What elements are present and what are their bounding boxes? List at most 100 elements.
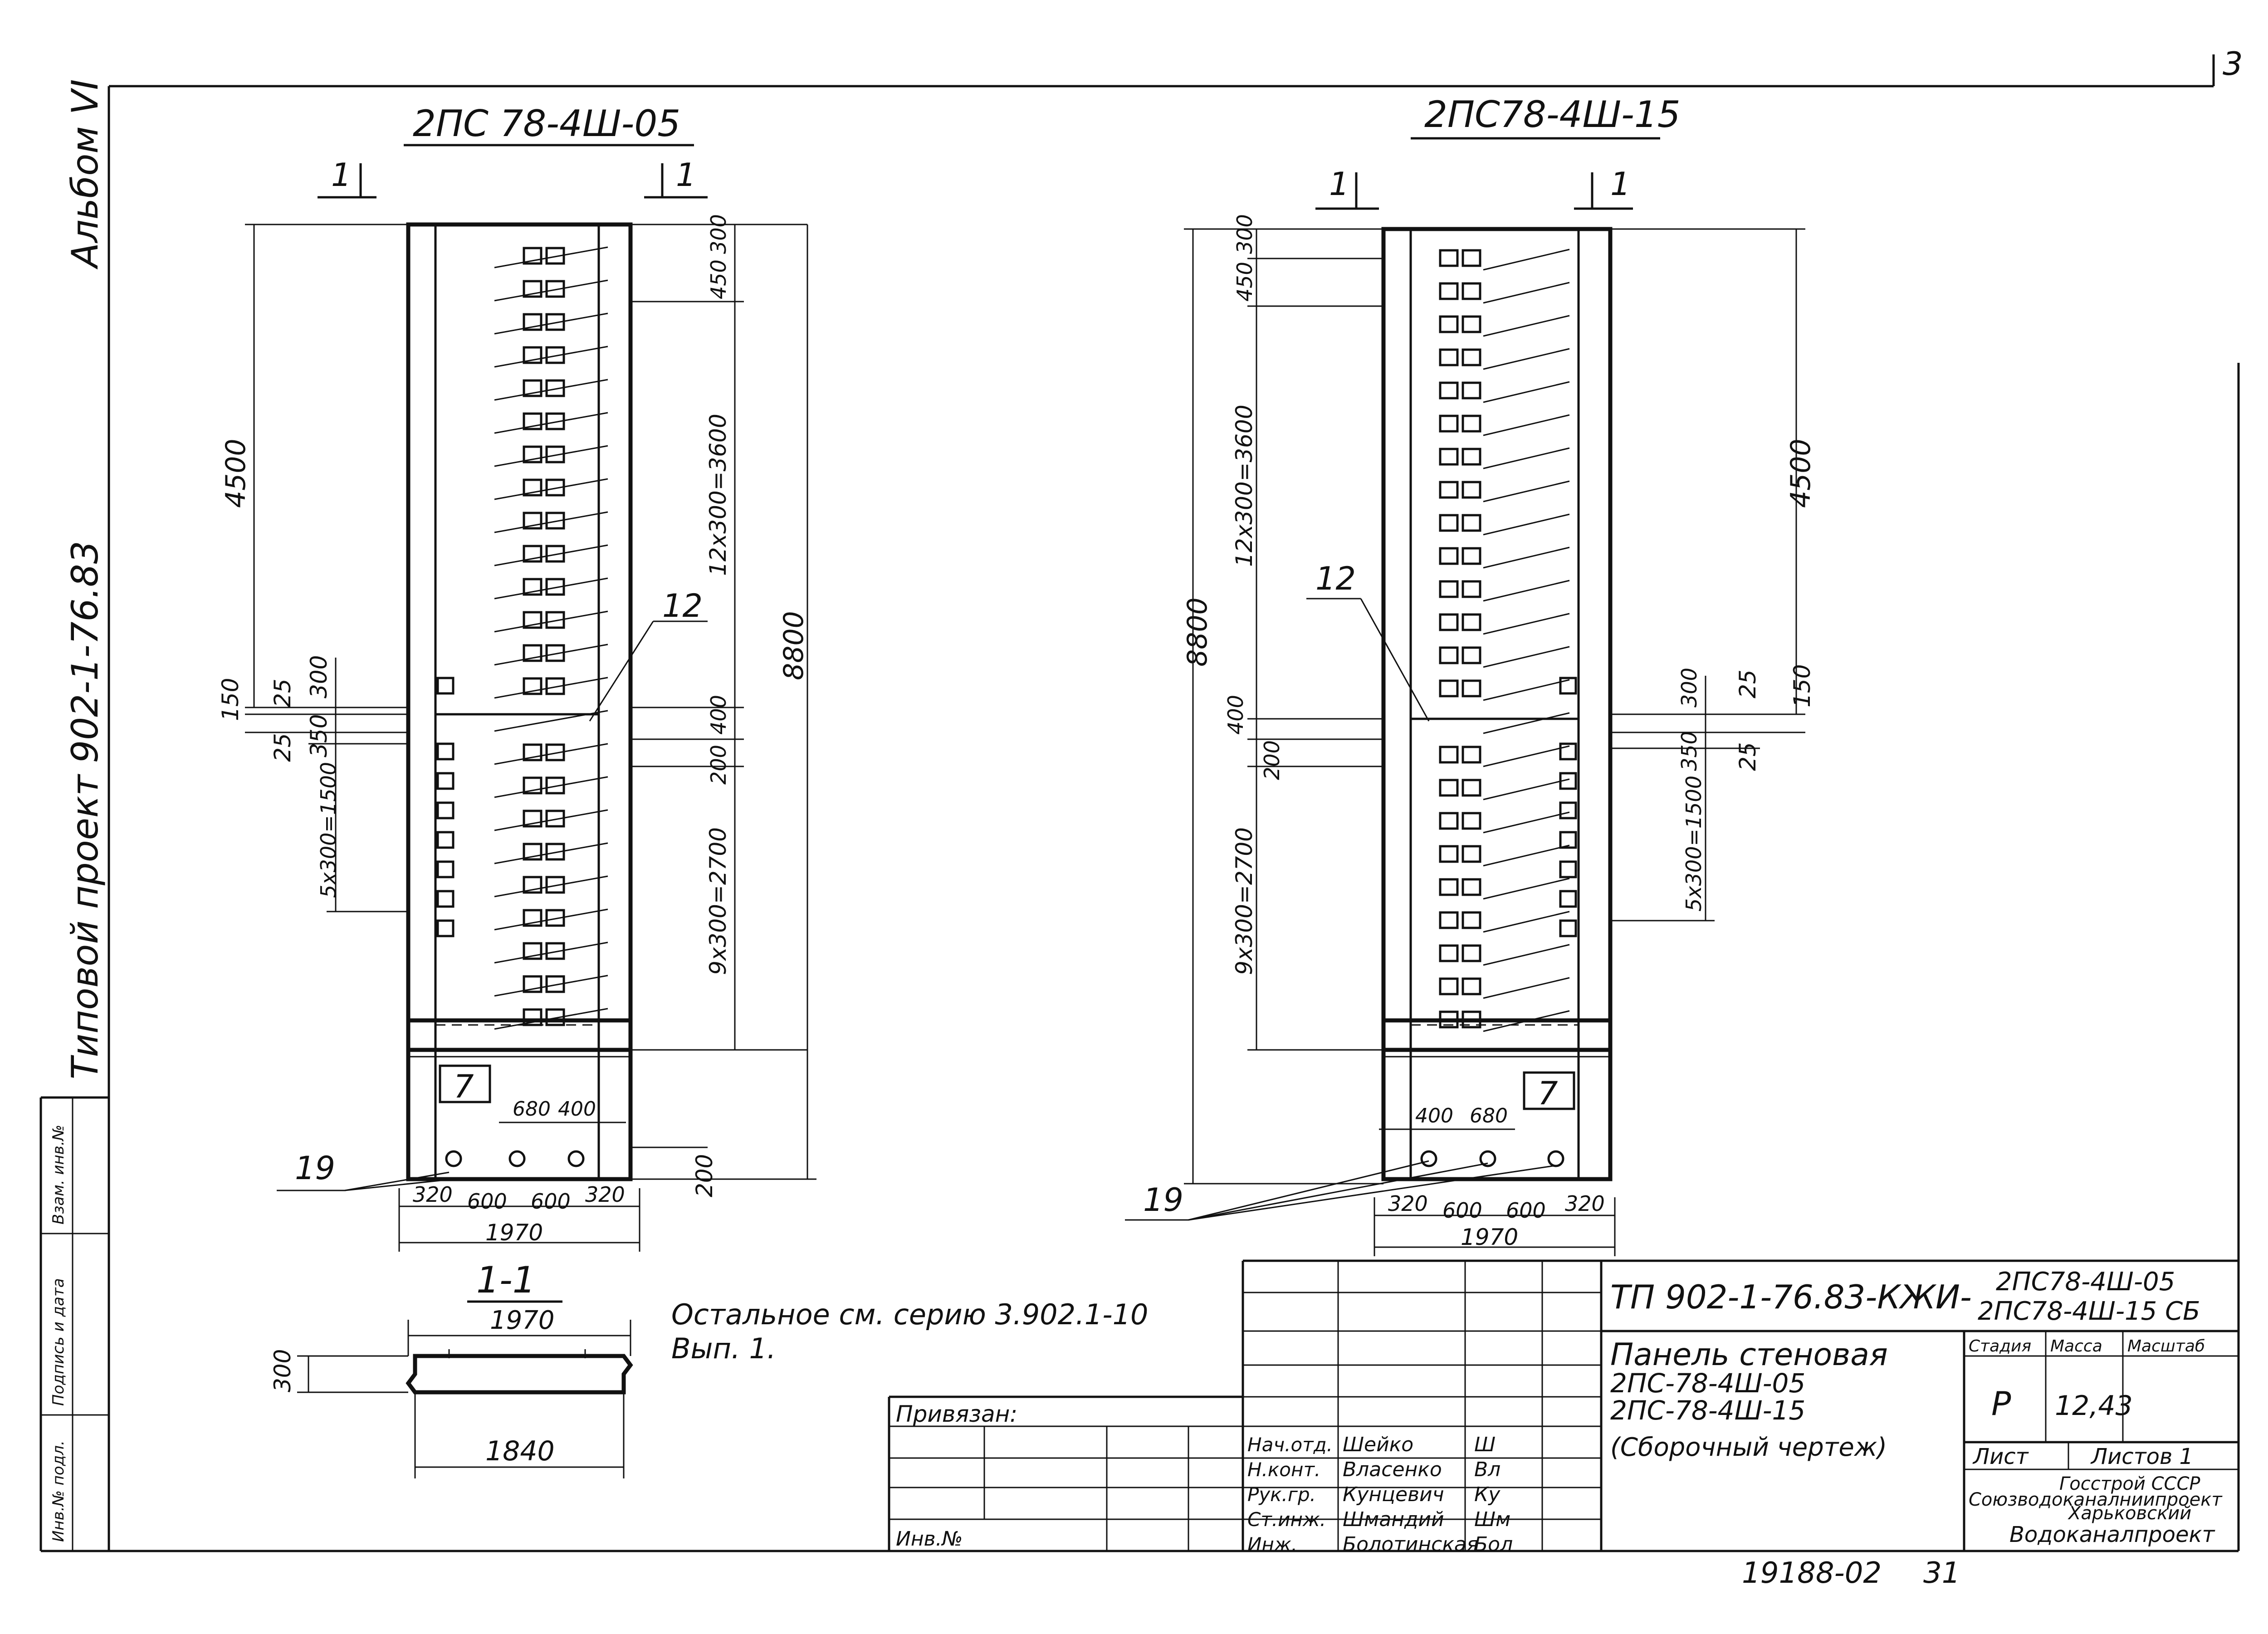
opening (1461, 249, 1481, 267)
opening (1439, 249, 1459, 267)
panel-b-dim-12x300: 12х300=3600 (1231, 405, 1257, 567)
opening (1439, 944, 1459, 962)
hatch-line (494, 379, 608, 401)
side-opening (1559, 801, 1577, 819)
panel-a-callout-7: 7 (454, 1068, 474, 1105)
opening (545, 545, 565, 563)
signature-name: Шмандий (1343, 1508, 1444, 1531)
side-opening (1559, 860, 1577, 878)
panel-b-dim-450: 450 (1232, 262, 1257, 302)
opening (545, 644, 565, 662)
opening (1439, 514, 1459, 532)
panel-a-dim-200-mid: 200 (706, 745, 731, 785)
opening (523, 843, 543, 861)
opening (545, 445, 565, 463)
title-org-1: Госстрой СССР (2059, 1473, 2200, 1494)
opening (545, 280, 565, 298)
opening (1461, 746, 1481, 764)
panel-b-drawing: 2ПС78-4Ш-15 1 1 7 8800 300 (1125, 93, 1817, 1256)
signature-role: Инж. (1247, 1533, 1297, 1556)
opening (1439, 348, 1459, 366)
title-mass: 12,43 (2055, 1390, 2133, 1422)
panel-a-dim-4500: 4500 (220, 439, 252, 508)
panel-a-dim-350: 350 (306, 714, 332, 757)
opening (1461, 547, 1481, 565)
note-line-2: Вып. 1. (671, 1332, 776, 1365)
opening (545, 843, 565, 861)
opening (545, 412, 565, 430)
opening (1461, 679, 1481, 697)
title-sheets: Листов 1 (2090, 1444, 2193, 1469)
title-mark-1: 2ПС78-4Ш-05 (1996, 1267, 2175, 1297)
title-h-stage: Стадия (1969, 1337, 2031, 1356)
panel-b-bottom-320a: 320 (1388, 1191, 1428, 1216)
opening (523, 975, 543, 993)
signature-name: Кунцевич (1343, 1483, 1444, 1506)
opening (523, 810, 543, 828)
panel-b-dim-400: 400 (1223, 695, 1248, 735)
opening (523, 611, 543, 629)
opening (523, 545, 543, 563)
panel-b-callout-12: 12 (1315, 560, 1356, 597)
panel-a-dim-5x300: 5х300=1500 (316, 762, 341, 898)
panel-a-openings (523, 247, 565, 1026)
opening (1461, 348, 1481, 366)
panel-a-dim-9x300: 9х300=2700 (705, 827, 731, 975)
opening (1461, 415, 1481, 433)
opening (545, 810, 565, 828)
opening (1461, 911, 1481, 929)
title-block (888, 1259, 2239, 1551)
panel-b-callout-7: 7 (1538, 1075, 1558, 1112)
hatch-line (494, 445, 608, 467)
opening (523, 512, 543, 530)
hatch-line (494, 577, 608, 600)
opening (1461, 944, 1481, 962)
opening (1439, 911, 1459, 929)
panel-b-hatch (1483, 249, 1570, 1032)
binding-label: Привязан: (896, 1401, 1017, 1427)
opening (1439, 845, 1459, 863)
signature-mark: Бол (1474, 1533, 1513, 1556)
title-name-3: 2ПС-78-4Ш-15 (1610, 1395, 1805, 1426)
panel-a-bottom-600a: 600 (467, 1189, 507, 1214)
hatch-line (494, 610, 608, 633)
side-opening (436, 801, 455, 819)
panel-a-dim-25a: 25 (269, 678, 296, 707)
panel-b-dim-25a: 25 (1735, 669, 1761, 698)
opening (1439, 679, 1459, 697)
side-opening (1559, 772, 1577, 790)
panel-a-bottom-1970: 1970 (485, 1219, 543, 1246)
hatch-line (494, 875, 608, 897)
panel-b-dim-350: 350 (1677, 731, 1701, 771)
panel-a-dim-300-side: 300 (306, 655, 332, 698)
side-opening (436, 742, 455, 761)
signature-name: Власенко (1343, 1458, 1442, 1481)
hatch-line (1483, 315, 1570, 337)
section-dim-1840: 1840 (485, 1435, 555, 1467)
panel-a-bottom-320b: 320 (585, 1182, 625, 1207)
panel-b-side-openings (1559, 677, 1577, 937)
panel-a-section-mark-right: 1 (676, 156, 696, 194)
bottom-number: 19188-02 (1742, 1556, 1882, 1590)
signature-mark: Вл (1474, 1458, 1501, 1481)
opening (523, 776, 543, 795)
hatch-line (1483, 878, 1570, 900)
panel-a-dim-400-bot: 400 (558, 1097, 596, 1121)
opening (1461, 845, 1481, 863)
opening (1439, 977, 1459, 995)
hatch-line (494, 279, 608, 302)
hatch-line (1483, 778, 1570, 800)
panel-b-dim-200: 200 (1260, 740, 1284, 780)
hatch-line (494, 246, 608, 268)
panel-b-dim-680: 680 (1470, 1104, 1508, 1127)
opening (545, 975, 565, 993)
panel-a-bottom-600b: 600 (531, 1189, 571, 1214)
signature-name: Болотинская (1343, 1533, 1478, 1556)
opening (1461, 315, 1481, 333)
opening (545, 876, 565, 894)
hatch-line (1483, 712, 1570, 734)
side-opening (1559, 919, 1577, 937)
opening (545, 578, 565, 596)
opening (1439, 613, 1459, 631)
